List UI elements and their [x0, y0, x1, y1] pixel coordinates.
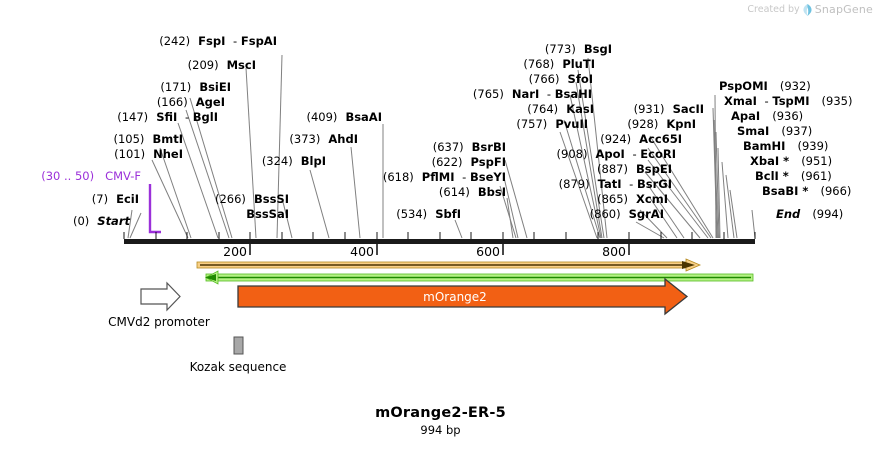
enzyme-label-agei[interactable]: (166) AgeI	[156, 95, 225, 109]
credit-prefix: Created by	[747, 4, 800, 15]
enzyme-label-blpi[interactable]: (324) BlpI	[261, 154, 326, 168]
ruler-major-ticks	[249, 244, 630, 255]
enzyme-label-ahdi[interactable]: (373) AhdI	[289, 132, 358, 146]
enzyme-label-bspei[interactable]: (887) BspEI	[597, 162, 672, 176]
orange-feature-track[interactable]	[196, 258, 702, 272]
primer-name: CMV-F	[105, 169, 141, 183]
enzyme-label-bamhi[interactable]: BamHI (939)	[743, 139, 829, 153]
enzyme-label-kasi[interactable]: (764) KasI	[527, 102, 594, 116]
enzyme-label-bsaai[interactable]: (409) BsaAI	[306, 110, 382, 124]
feature-caption-kozak-sequence: Kozak sequence	[189, 360, 287, 374]
ruler-minor-ticks	[123, 232, 756, 239]
enzyme-label-bsrbi[interactable]: (637) BsrBI	[432, 140, 506, 154]
feature-label-morange2: mOrange2	[423, 290, 487, 304]
enzyme-label-fspi-fspai[interactable]: (242) FspI - FspAI	[159, 34, 277, 48]
enzyme-label-bsssai[interactable]: BssSaI	[246, 207, 289, 221]
primer-range: (30 .. 50)	[41, 169, 95, 183]
enzyme-label-bmti[interactable]: (105) BmtI	[113, 132, 184, 146]
enzyme-label-start[interactable]: (0) Start	[72, 214, 130, 228]
enzyme-label-xbai[interactable]: XbaI * (951)	[750, 154, 833, 168]
ruler-tick-label: 400	[350, 244, 374, 259]
enzyme-label-sfoi[interactable]: (766) SfoI	[528, 72, 593, 86]
enzyme-label-kpni[interactable]: (928) KpnI	[627, 117, 696, 131]
snapgene-brand: SnapGene	[814, 3, 873, 16]
feature-caption-cmvd2-promoter: CMVd2 promoter	[108, 315, 210, 329]
enzyme-label-bbsi[interactable]: (614) BbsI	[438, 185, 506, 199]
title-block: mOrange2-ER-5 994 bp	[0, 405, 881, 437]
primer-marker-cmv-f[interactable]	[148, 184, 161, 234]
enzyme-label-xmai-tspmi[interactable]: XmaI - TspMI (935)	[724, 94, 853, 108]
enzyme-label-sacii[interactable]: (931) SacII	[633, 102, 704, 116]
enzyme-label-pspfi[interactable]: (622) PspFI	[431, 155, 506, 169]
enzyme-label-sfii-bgli[interactable]: (147) SfiI - BglI	[117, 110, 218, 124]
primer-label-cmv-f[interactable]: (30 .. 50) CMV-F	[41, 169, 141, 183]
enzyme-label-ecii[interactable]: (7) EciI	[91, 192, 139, 206]
enzyme-label-nari-bsahi[interactable]: (765) NarI - BsaHI	[472, 87, 592, 101]
green-feature-track[interactable]	[205, 270, 754, 285]
enzyme-label-sbfi[interactable]: (534) SbfI	[396, 207, 461, 221]
ruler-tick-labels: 200 400 600 800	[223, 244, 626, 259]
enzyme-label-smai[interactable]: SmaI (937)	[737, 124, 813, 138]
ruler-bar	[124, 239, 755, 244]
feature-cmvd2-promoter[interactable]	[140, 281, 181, 312]
enzyme-label-msci[interactable]: (209) MscI	[187, 58, 256, 72]
enzyme-label-bsssi[interactable]: (266) BssSI	[215, 192, 289, 206]
enzyme-label-pflmi-bseyi[interactable]: (618) PflMI - BseYI	[382, 170, 506, 184]
enzyme-label-xcmi[interactable]: (865) XcmI	[597, 192, 668, 206]
enzyme-label-pluti[interactable]: (768) PluTI	[523, 57, 595, 71]
enzyme-label-tati-bsrgi[interactable]: (879) TatI - BsrGI	[558, 177, 672, 191]
enzyme-label-pvuii[interactable]: (757) PvuII	[516, 117, 588, 131]
enzyme-label-pspomi[interactable]: PspOMI (932)	[719, 79, 811, 93]
enzyme-label-sgrai[interactable]: (860) SgrAI	[589, 207, 664, 221]
enzyme-label-end[interactable]: End (994)	[776, 207, 844, 221]
enzyme-label-bsiei[interactable]: (171) BsiEI	[160, 80, 231, 94]
feature-kozak-sequence[interactable]	[233, 336, 244, 355]
enzyme-label-apoi-ecori[interactable]: (908) ApoI - EcoRI	[556, 147, 676, 161]
enzyme-label-apai[interactable]: ApaI (936)	[731, 109, 804, 123]
enzyme-leader-lines	[127, 54, 756, 239]
enzyme-label-bsabi[interactable]: BsaBI * (966)	[762, 184, 852, 198]
feature-morange2[interactable]: mOrange2	[237, 277, 689, 316]
snapgene-credit: Created by SnapGene	[747, 3, 873, 16]
ruler-tick-label: 200	[223, 244, 247, 259]
ruler-tick-label: 800	[602, 244, 626, 259]
enzyme-label-acc65i[interactable]: (924) Acc65I	[600, 132, 682, 146]
enzyme-label-bsgi[interactable]: (773) BsgI	[544, 42, 612, 56]
enzyme-label-nhei[interactable]: (101) NheI	[114, 147, 183, 161]
plasmid-name: mOrange2-ER-5	[375, 405, 506, 421]
snapgene-leaf-icon	[803, 3, 812, 16]
ruler-tick-label: 600	[476, 244, 500, 259]
plasmid-length: 994 bp	[420, 423, 461, 437]
enzyme-label-bclii[interactable]: BclI * (961)	[755, 169, 832, 183]
